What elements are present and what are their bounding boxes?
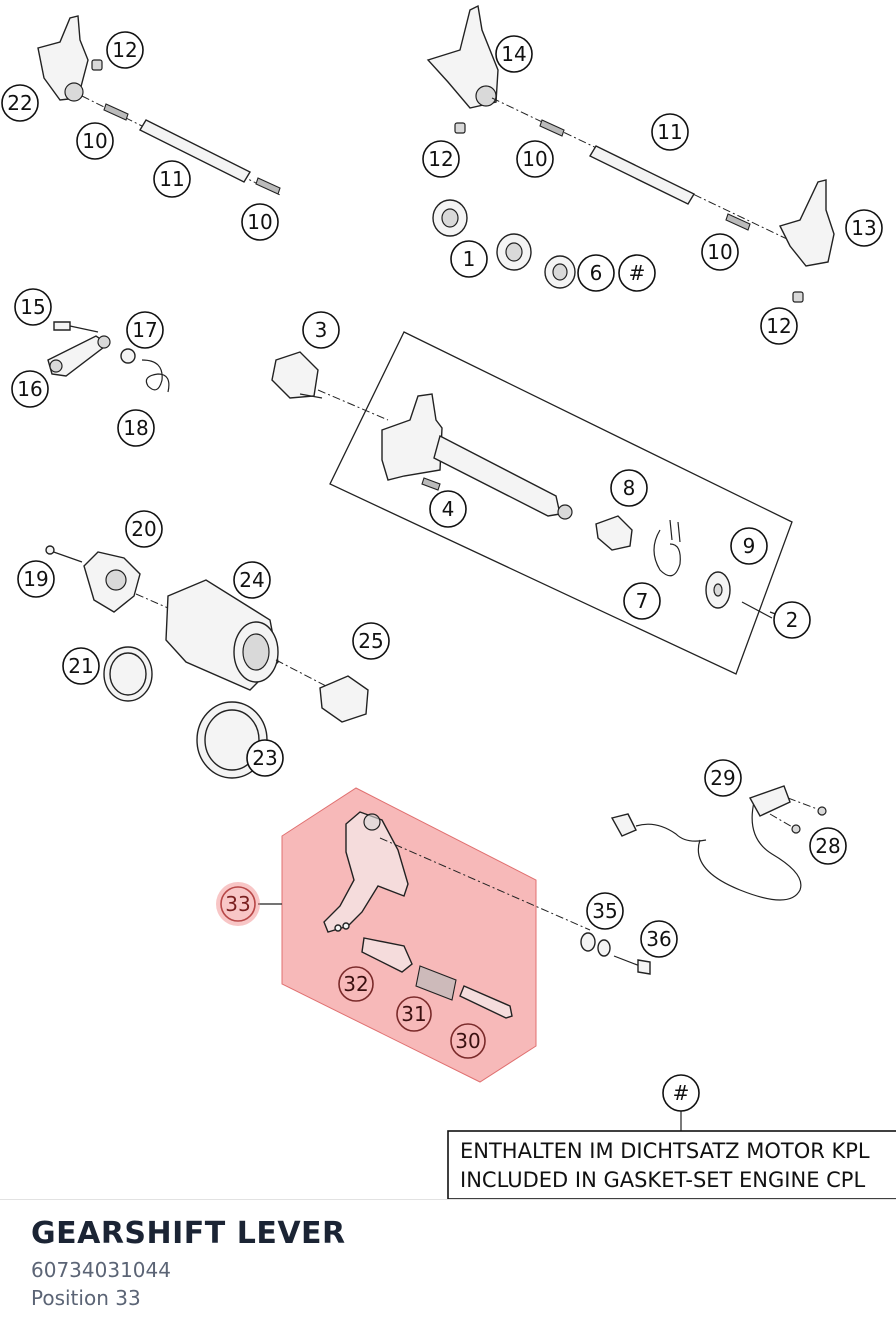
note-line-english: INCLUDED IN GASKET-SET ENGINE CPL (460, 1168, 865, 1192)
svg-text:10: 10 (82, 129, 107, 153)
callout-2[interactable]: 2 (773, 601, 811, 639)
svg-text:14: 14 (501, 42, 526, 66)
shift-fork-left-group (37, 15, 281, 196)
svg-text:13: 13 (851, 216, 876, 240)
svg-text:24: 24 (239, 568, 264, 592)
callout-10c[interactable]: 10 (516, 140, 554, 178)
callout-8[interactable]: 8 (610, 469, 648, 507)
callout-23[interactable]: 23 (246, 739, 284, 777)
svg-text:11: 11 (159, 167, 184, 191)
svg-text:2: 2 (786, 608, 799, 632)
callout-29[interactable]: 29 (704, 759, 742, 797)
svg-text:1: 1 (463, 247, 476, 271)
callout-11b[interactable]: 11 (651, 113, 689, 151)
part-position: Position 33 (31, 1286, 141, 1310)
callout-12b[interactable]: 12 (422, 140, 460, 178)
svg-text:8: 8 (623, 476, 636, 500)
svg-text:22: 22 (7, 91, 32, 115)
callout-10b[interactable]: 10 (241, 203, 279, 241)
callout-35[interactable]: 35 (586, 892, 624, 930)
callout-30[interactable]: 30 (450, 1023, 486, 1059)
svg-text:9: 9 (743, 534, 756, 558)
callout-22[interactable]: 22 (1, 84, 39, 122)
svg-text:25: 25 (358, 629, 383, 653)
callout-12c[interactable]: 12 (760, 307, 798, 345)
svg-text:19: 19 (23, 567, 48, 591)
svg-text:10: 10 (522, 147, 547, 171)
callout-13[interactable]: 13 (845, 209, 883, 247)
callout-10a[interactable]: 10 (76, 122, 114, 160)
svg-text:31: 31 (401, 1002, 426, 1026)
svg-text:29: 29 (710, 766, 735, 790)
callout-16[interactable]: 16 (11, 370, 49, 408)
svg-text:3: 3 (315, 318, 328, 342)
part-info-panel: GEARSHIFT LEVER 60734031044 Position 33 (0, 1199, 896, 1336)
callout-3[interactable]: 3 (302, 311, 340, 349)
shift-fork-right-group (426, 4, 835, 303)
callout-10d[interactable]: 10 (701, 233, 739, 271)
svg-text:18: 18 (123, 416, 148, 440)
callout-12a[interactable]: 12 (106, 31, 144, 69)
svg-text:21: 21 (68, 654, 93, 678)
callout-36[interactable]: 36 (640, 920, 678, 958)
svg-text:20: 20 (131, 517, 156, 541)
callout-14[interactable]: 14 (495, 35, 533, 73)
callout-28[interactable]: 28 (809, 827, 847, 865)
svg-text:7: 7 (636, 589, 649, 613)
svg-text:33: 33 (225, 892, 250, 916)
svg-text:10: 10 (707, 240, 732, 264)
gasket-set-note: ENTHALTEN IM DICHTSATZ MOTOR KPL INCLUDE… (447, 1110, 896, 1200)
svg-text:10: 10 (247, 210, 272, 234)
callout-25[interactable]: 25 (352, 622, 390, 660)
svg-text:16: 16 (17, 377, 42, 401)
svg-text:6: 6 (590, 261, 603, 285)
gearshift-lever-highlight (216, 787, 591, 1083)
callout-15[interactable]: 15 (14, 288, 52, 326)
svg-text:4: 4 (442, 497, 455, 521)
callout-33-selected[interactable]: 33 (220, 886, 256, 922)
svg-text:#: # (673, 1081, 690, 1105)
note-line-german: ENTHALTEN IM DICHTSATZ MOTOR KPL (460, 1139, 870, 1163)
callout-24[interactable]: 24 (233, 561, 271, 599)
shift-detent-lever-group (47, 321, 170, 393)
callout-19[interactable]: 19 (17, 560, 55, 598)
callout-9[interactable]: 9 (730, 527, 768, 565)
washer-bolt-group (580, 932, 651, 975)
part-number: 60734031044 (31, 1258, 171, 1282)
svg-text:32: 32 (343, 972, 368, 996)
svg-text:12: 12 (766, 314, 791, 338)
part-name: GEARSHIFT LEVER (31, 1216, 346, 1251)
svg-text:11: 11 (657, 120, 682, 144)
callout-31[interactable]: 31 (396, 996, 432, 1032)
callout-32[interactable]: 32 (338, 966, 374, 1002)
exploded-parts-diagram: ENTHALTEN IM DICHTSATZ MOTOR KPL INCLUDE… (1, 4, 896, 1200)
callout-hash-b[interactable]: # (662, 1074, 700, 1112)
svg-text:36: 36 (646, 927, 671, 951)
svg-text:12: 12 (428, 147, 453, 171)
svg-text:15: 15 (20, 295, 45, 319)
callout-1[interactable]: 1 (450, 240, 488, 278)
svg-text:30: 30 (455, 1029, 480, 1053)
svg-text:17: 17 (132, 318, 157, 342)
svg-text:12: 12 (112, 38, 137, 62)
callout-4[interactable]: 4 (429, 490, 467, 528)
callout-21[interactable]: 21 (62, 647, 100, 685)
svg-text:#: # (629, 261, 646, 285)
svg-text:35: 35 (592, 899, 617, 923)
callout-hash-a[interactable]: # (618, 254, 656, 292)
callout-6[interactable]: 6 (577, 254, 615, 292)
callout-17[interactable]: 17 (126, 311, 164, 349)
callout-7[interactable]: 7 (623, 582, 661, 620)
callout-18[interactable]: 18 (117, 409, 155, 447)
callout-11a[interactable]: 11 (153, 160, 191, 198)
svg-text:23: 23 (252, 746, 277, 770)
gear-sensor-group (610, 785, 827, 901)
shift-shaft-group (271, 331, 793, 675)
svg-text:28: 28 (815, 834, 840, 858)
callout-20[interactable]: 20 (125, 510, 163, 548)
